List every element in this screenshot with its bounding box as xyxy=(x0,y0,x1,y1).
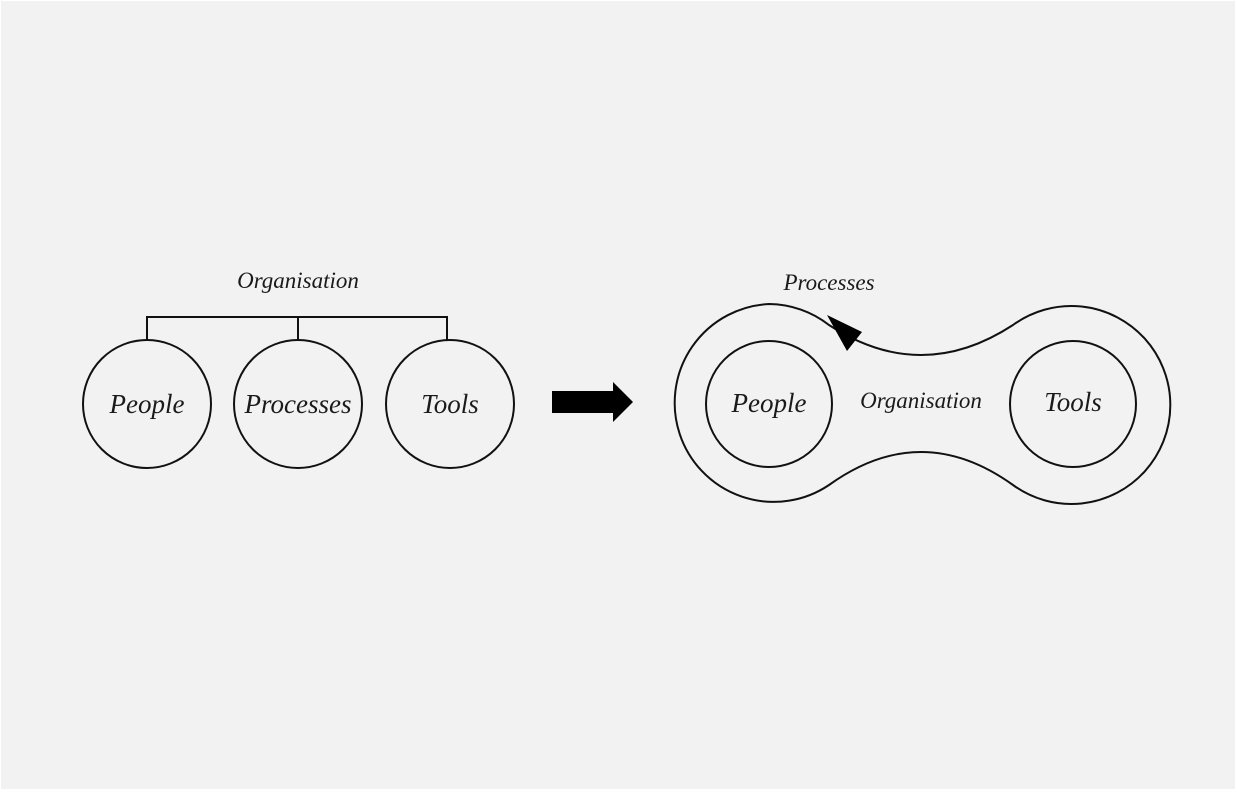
before-parent-label: Organisation xyxy=(237,268,359,293)
after-outer-label: Processes xyxy=(782,270,874,295)
after-node-people: People xyxy=(731,388,807,418)
after-tools-circle xyxy=(1009,340,1137,468)
hierarchy-bracket xyxy=(146,316,448,341)
after-diagram: Processes People Organisation Tools xyxy=(673,270,1172,505)
after-center-label: Organisation xyxy=(860,388,982,413)
transform-arrow-icon xyxy=(552,382,633,422)
before-node-people: People xyxy=(109,389,185,419)
before-node-tools: Tools xyxy=(421,389,479,419)
people-circle xyxy=(82,339,212,469)
after-people-circle xyxy=(705,340,833,468)
processes-loop xyxy=(673,302,1172,505)
after-node-tools: Tools xyxy=(1044,387,1102,417)
before-node-processes: Processes xyxy=(244,389,352,419)
tools-circle xyxy=(385,339,515,469)
processes-circle xyxy=(233,339,363,469)
before-diagram: Organisation People Processes Tools xyxy=(82,268,515,469)
loop-direction-arrow-icon xyxy=(827,315,862,351)
